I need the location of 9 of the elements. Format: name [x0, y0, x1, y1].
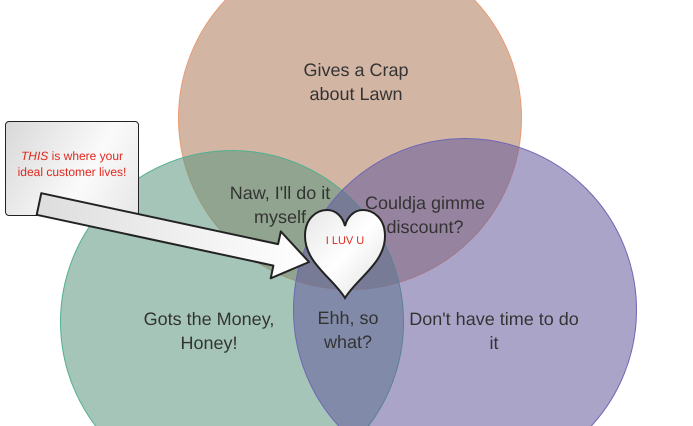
callout-text: THIS is where your ideal customer lives!	[16, 148, 128, 180]
overlap-label: Couldja gimme discount?	[364, 192, 486, 239]
set-label: Gives a Crap about Lawn	[302, 59, 410, 106]
set-label: Gots the Money, Honey!	[142, 308, 276, 355]
heart-text: I LUV U	[325, 234, 365, 249]
arrow	[36, 192, 310, 280]
set-label: Don't have time to do it	[409, 308, 579, 355]
overlap-label: Naw, I'll do it myself	[228, 182, 332, 229]
overlap-label: Ehh, so what?	[316, 307, 380, 354]
